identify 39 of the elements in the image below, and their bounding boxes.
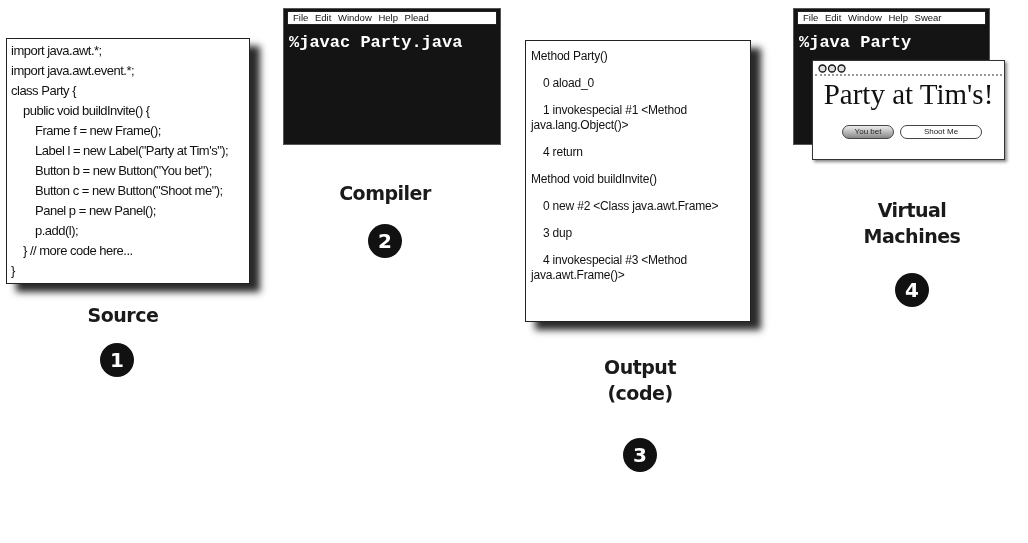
code-line: public void buildInvite() { [23,103,150,118]
code-line: Button c = new Button("Shoot me"); [35,183,223,198]
heading-text: Party at Tim's! [823,77,994,111]
step-number: 4 [895,273,929,307]
bytecode-line: Method void buildInvite() [531,172,657,187]
bytecode-line: Method Party() [531,49,608,64]
bytecode-line: 1 invokespecial #1 <Method java.lang.Object()> [531,103,688,133]
terminal-window [283,8,501,145]
source-code-panel [6,38,250,284]
menu-bar: File Edit Window Help Plead [287,11,497,25]
app-window-dialog [812,60,1005,160]
bytecode-line: 3 dup [542,226,573,241]
button: Shoot Me [900,125,982,139]
code-line: } // more code here... [23,243,133,258]
caption-text: Virtual Machines [862,198,962,249]
bytecode-line: 0 new #2 <Class java.awt.Frame> [542,199,719,214]
button: You bet [842,125,894,139]
code-line: class Party { [11,83,77,98]
caption-text: Output (code) [603,355,677,406]
caption-text: Source [86,303,160,328]
code-line: Panel p = new Panel(); [35,203,156,218]
step-number: 2 [368,224,402,258]
caption-text: Compiler [338,181,433,206]
code-line: Label l = new Label("Party at Tim's"); [35,143,229,158]
bytecode-line: 4 return [542,145,583,160]
bytecode-panel [525,40,751,322]
step-number: 1 [100,343,134,377]
command-text: %javac Party.java [289,33,463,53]
code-line: } [11,263,15,278]
code-line: Frame f = new Frame(); [35,123,161,138]
bytecode-line: 0 aload_0 [542,76,594,91]
bytecode-line: 4 invokespecial #3 <Method java.awt.Frame()> [531,253,688,283]
menu-bar: File Edit Window Help Swear [797,11,986,25]
code-line: Button b = new Button("You bet"); [35,163,212,178]
command-text: %java Party [799,33,912,53]
code-line: p.add(l); [35,223,79,238]
code-line: import java.awt.*; [11,43,102,58]
step-number: 3 [623,438,657,472]
code-line: import java.awt.event.*; [11,63,135,78]
